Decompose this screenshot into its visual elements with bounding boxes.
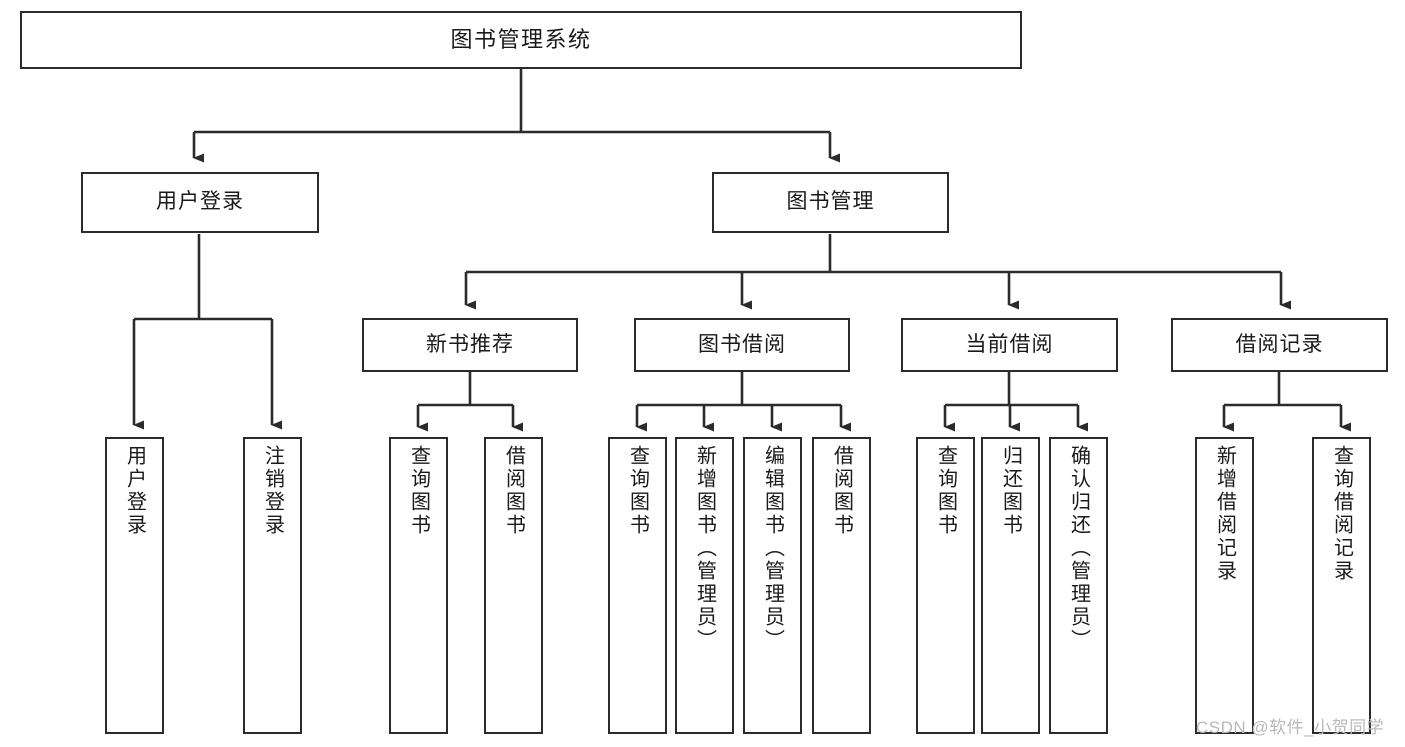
csdn-watermark: CSDN @软件_小贺同学 — [1196, 718, 1385, 737]
node-label: 图书管理 — [786, 190, 875, 214]
leaf-new-book-borrow-book[interactable]: 借阅图书 — [484, 437, 543, 734]
node-label: 确认归还（管理员） — [1067, 445, 1090, 652]
leaf-book-borrow-add-book-admin[interactable]: 新增图书（管理员） — [675, 437, 734, 734]
node-label: 注销登录 — [261, 445, 284, 537]
node-label: 用户登录 — [156, 190, 244, 214]
node-borrow-record[interactable]: 借阅记录 — [1171, 318, 1388, 372]
leaf-user-login-logout[interactable]: 注销登录 — [243, 437, 302, 734]
node-new-book-recommend[interactable]: 新书推荐 — [362, 318, 578, 372]
leaf-current-borrow-confirm-return-admin[interactable]: 确认归还（管理员） — [1049, 437, 1108, 734]
node-label: 查询图书 — [934, 445, 957, 537]
node-label: 新增图书（管理员） — [693, 445, 716, 652]
node-label: 当前借阅 — [965, 332, 1054, 356]
leaf-current-borrow-query-book[interactable]: 查询图书 — [916, 437, 975, 734]
node-label: 用户登录 — [123, 445, 146, 537]
leaf-current-borrow-return-book[interactable]: 归还图书 — [981, 437, 1040, 734]
leaf-book-borrow-borrow-book[interactable]: 借阅图书 — [812, 437, 871, 734]
node-label: 借阅图书 — [502, 445, 525, 537]
node-label: 查询图书 — [626, 445, 649, 537]
node-root-library-management-system[interactable]: 图书管理系统 — [20, 11, 1022, 69]
node-label: 新书推荐 — [426, 332, 514, 356]
leaf-borrow-record-add-record[interactable]: 新增借阅记录 — [1195, 437, 1254, 734]
node-label: 查询借阅记录 — [1330, 445, 1353, 583]
node-label: 图书管理系统 — [450, 27, 592, 53]
node-label: 借阅记录 — [1235, 332, 1324, 356]
node-label: 查询图书 — [407, 445, 430, 537]
leaf-new-book-query-book[interactable]: 查询图书 — [389, 437, 448, 734]
node-label: 借阅图书 — [830, 445, 853, 537]
leaf-book-borrow-edit-book-admin[interactable]: 编辑图书（管理员） — [743, 437, 802, 734]
node-label: 编辑图书（管理员） — [761, 445, 784, 652]
node-book-management[interactable]: 图书管理 — [712, 172, 949, 233]
leaf-user-login-login[interactable]: 用户登录 — [105, 437, 164, 734]
leaf-borrow-record-query-record[interactable]: 查询借阅记录 — [1312, 437, 1371, 734]
node-label: 新增借阅记录 — [1213, 445, 1236, 583]
node-book-borrow[interactable]: 图书借阅 — [634, 318, 850, 372]
leaf-book-borrow-query-book[interactable]: 查询图书 — [608, 437, 667, 734]
node-label: 图书借阅 — [698, 332, 786, 356]
node-current-borrow[interactable]: 当前借阅 — [901, 318, 1118, 372]
node-label: 归还图书 — [999, 445, 1022, 537]
node-user-login[interactable]: 用户登录 — [81, 172, 319, 233]
